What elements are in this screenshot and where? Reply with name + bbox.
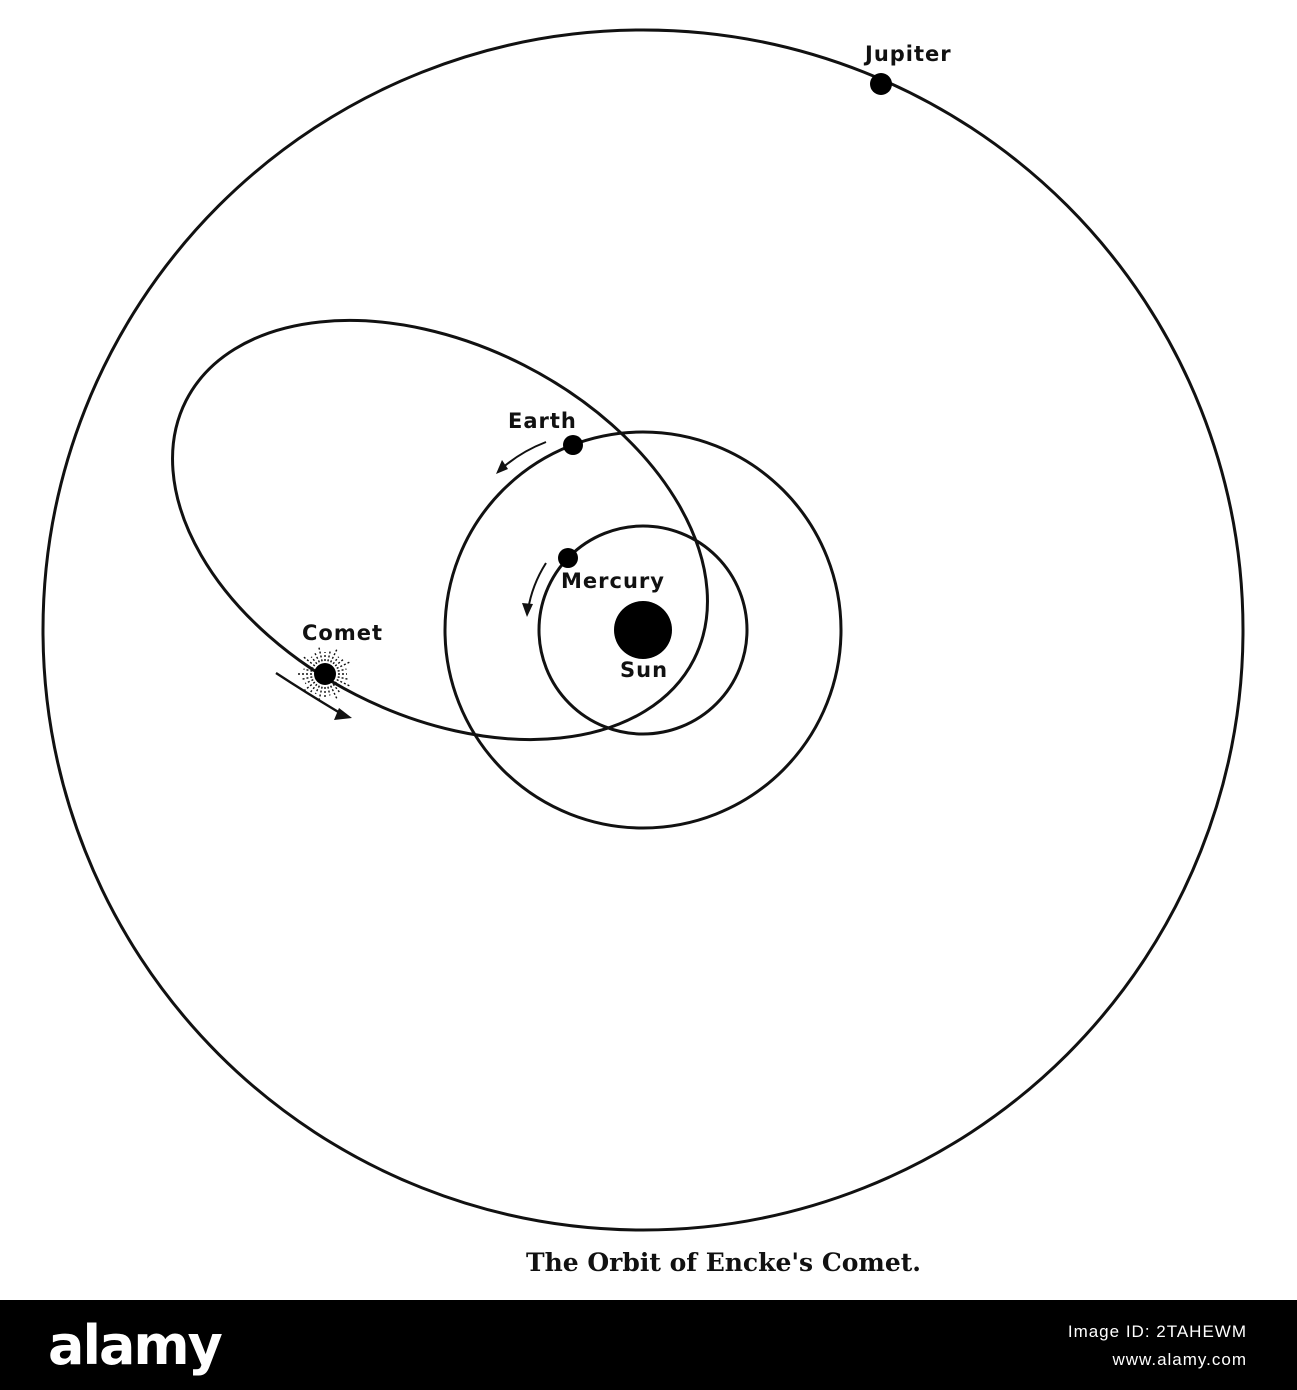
comet-icon xyxy=(297,646,351,702)
comet-label: Comet xyxy=(302,621,383,645)
orbit-diagram: Jupiter Earth Mercury Sun Comet The Orbi… xyxy=(41,28,1245,1277)
brand-logo: alamy xyxy=(48,1314,223,1377)
site-url-text: www.alamy.com xyxy=(1112,1350,1247,1369)
comet-direction-arrow-icon xyxy=(275,671,352,720)
sun-icon xyxy=(614,601,672,659)
earth-direction-arrow-icon xyxy=(496,441,547,474)
sun-label: Sun xyxy=(620,658,668,682)
jupiter-label: Jupiter xyxy=(863,42,952,66)
figure-caption: The Orbit of Encke's Comet. xyxy=(526,1248,921,1277)
watermark-bar: alamy Image ID: 2TAHEWM www.alamy.com xyxy=(0,1300,1297,1390)
earth-label: Earth xyxy=(508,409,577,433)
comet-orbit xyxy=(171,318,709,742)
earth-orbit xyxy=(443,430,843,830)
mercury-label: Mercury xyxy=(561,569,665,593)
mercury-orbit xyxy=(537,524,749,736)
jupiter-icon xyxy=(870,73,892,95)
diagram-area: Jupiter Earth Mercury Sun Comet The Orbi… xyxy=(41,28,1245,1277)
mercury-icon xyxy=(558,548,578,568)
earth-icon xyxy=(563,435,583,455)
jupiter-orbit xyxy=(41,28,1245,1232)
mercury-direction-arrow-icon xyxy=(522,562,547,617)
image-id-text: Image ID: 2TAHEWM xyxy=(1067,1322,1247,1341)
